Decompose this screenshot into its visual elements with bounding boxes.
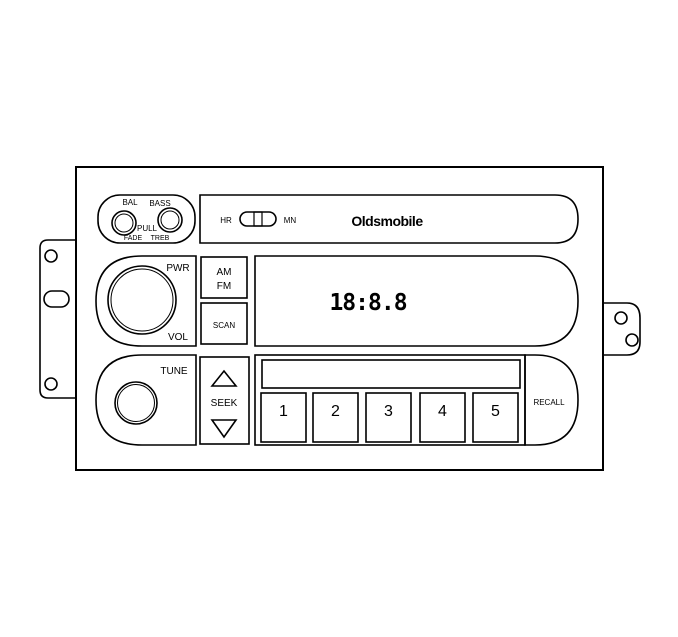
bracket-hole-lower: [625, 333, 639, 347]
bal-label: BAL: [122, 198, 138, 207]
switch-mn-label: MN: [284, 216, 297, 225]
main-display-panel: 18:8.8: [254, 255, 579, 347]
preset-button-5[interactable]: 5: [472, 392, 519, 443]
power-volume-knob[interactable]: [107, 265, 177, 335]
fm-label: FM: [217, 281, 231, 292]
seek-up-icon[interactable]: [210, 369, 238, 387]
volume-panel: PWR VOL: [95, 255, 197, 347]
seek-label: SEEK: [211, 398, 238, 409]
top-display-panel: HR MN Oldsmobile: [199, 194, 579, 244]
tune-panel: TUNE: [95, 354, 197, 446]
preset-button-3[interactable]: 3: [365, 392, 412, 443]
seek-button[interactable]: SEEK: [199, 356, 250, 445]
scan-label: SCAN: [213, 321, 235, 330]
recall-button[interactable]: RECALL: [524, 354, 579, 446]
fade-label: FADE: [124, 235, 143, 242]
bracket-hole-top: [44, 249, 58, 263]
preset-buttons: 1 2 3 4 5: [260, 392, 519, 443]
clock-readout: 18:8.8: [329, 290, 406, 316]
bal-fade-knob[interactable]: [111, 210, 137, 236]
right-mounting-bracket: [603, 302, 641, 356]
left-mounting-bracket: [39, 239, 76, 399]
brand-logo: Oldsmobile: [351, 213, 423, 229]
bracket-hole-upper: [614, 311, 628, 325]
pwr-label: PWR: [166, 263, 189, 274]
bass-treb-knob[interactable]: [157, 207, 183, 233]
scan-button[interactable]: SCAN: [200, 302, 248, 345]
switch-hr-label: HR: [220, 216, 232, 225]
bracket-slot: [43, 290, 70, 308]
preset-label: 4: [438, 403, 447, 420]
switch-slider: [253, 211, 263, 227]
preset-label: 2: [331, 403, 340, 420]
preset-label: 3: [384, 403, 393, 420]
vol-label: VOL: [168, 332, 188, 343]
tune-label: TUNE: [160, 366, 188, 377]
tone-control-panel: BAL BASS PULL FADE TREB: [97, 194, 196, 244]
preset-button-2[interactable]: 2: [312, 392, 359, 443]
hr-mn-switch[interactable]: [239, 211, 277, 227]
bass-label: BASS: [149, 199, 170, 208]
am-label: AM: [217, 267, 232, 278]
preset-button-4[interactable]: 4: [419, 392, 466, 443]
tune-knob[interactable]: [114, 381, 158, 425]
treb-label: TREB: [151, 235, 170, 242]
recall-label: RECALL: [533, 398, 565, 407]
bracket-hole-bottom: [44, 377, 58, 391]
preset-label-strip: [261, 359, 521, 389]
am-fm-button[interactable]: AM FM: [200, 256, 248, 299]
preset-panel: [254, 354, 526, 446]
radio-chassis: [75, 166, 604, 471]
preset-label: 1: [279, 403, 288, 420]
preset-button-1[interactable]: 1: [260, 392, 307, 443]
pull-label: PULL: [137, 224, 158, 233]
preset-label: 5: [491, 403, 500, 420]
seek-down-icon[interactable]: [210, 419, 238, 439]
